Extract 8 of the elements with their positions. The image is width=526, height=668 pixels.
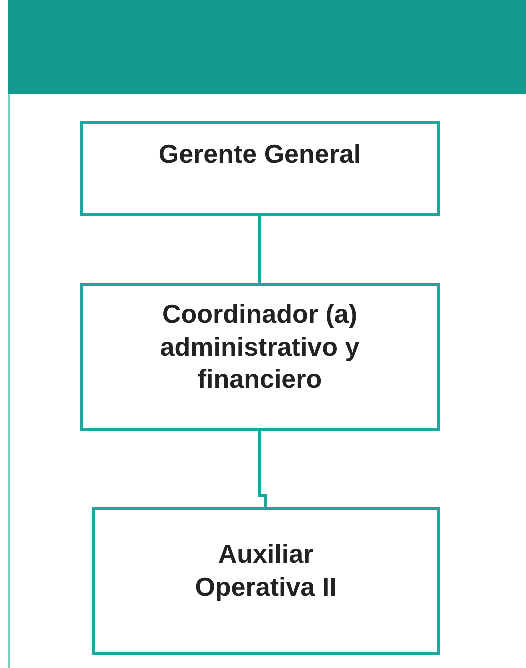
role-title: Coordinador (a) administrativo y financiero: [159, 298, 361, 396]
role-box: [80, 283, 440, 431]
role-title: Gerente General: [158, 138, 362, 170]
role-title: Auxiliar Operativa II: [194, 538, 338, 603]
connector-line: [258, 216, 262, 283]
role-box: [92, 507, 440, 655]
role-box: [80, 121, 440, 216]
connector-line: [258, 431, 268, 507]
